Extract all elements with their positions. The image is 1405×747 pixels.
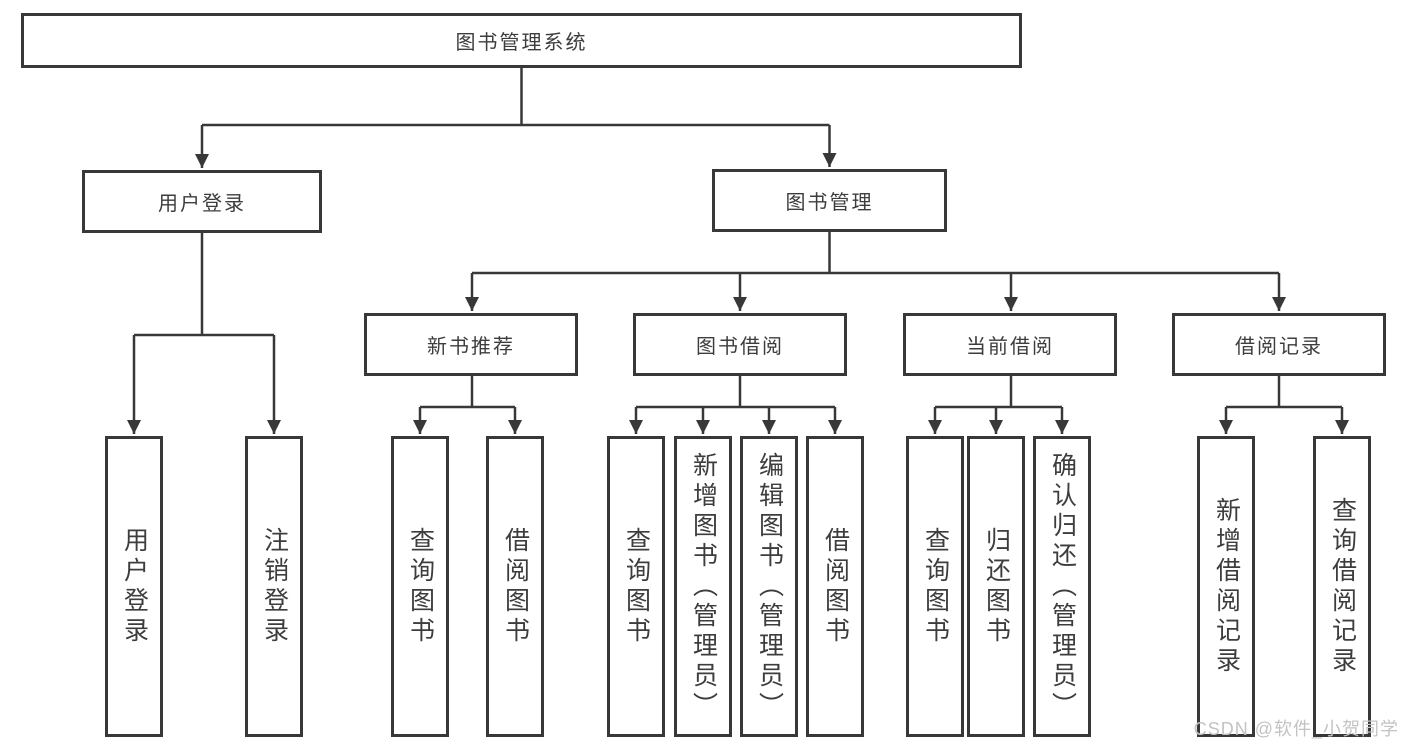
leaf-user-login: 用户登录 — [105, 436, 163, 737]
node-current-borrowing: 当前借阅 — [903, 313, 1117, 376]
node-book-management: 图书管理 — [712, 169, 947, 232]
leaf-query-books-2: 查询图书 — [607, 436, 665, 737]
leaf-add-borrow-record: 新增借阅记录 — [1197, 436, 1255, 737]
leaf-query-borrow-record: 查询借阅记录 — [1313, 436, 1371, 737]
leaf-borrow-books-2: 借阅图书 — [806, 436, 864, 737]
node-borrowing-records: 借阅记录 — [1172, 313, 1386, 376]
csdn-watermark: CSDN @软件_小贺同学 — [1193, 719, 1399, 739]
leaf-confirm-return-admin: 确认归还（管理员） — [1033, 436, 1091, 737]
leaf-logout: 注销登录 — [245, 436, 303, 737]
leaf-query-books-1: 查询图书 — [391, 436, 449, 737]
node-book-borrowing: 图书借阅 — [633, 313, 847, 376]
node-new-book-recommendation: 新书推荐 — [364, 313, 578, 376]
leaf-add-book-admin: 新增图书（管理员） — [674, 436, 732, 737]
leaf-return-book: 归还图书 — [967, 436, 1025, 737]
leaf-edit-book-admin: 编辑图书（管理员） — [740, 436, 798, 737]
leaf-borrow-books-1: 借阅图书 — [486, 436, 544, 737]
node-root-system: 图书管理系统 — [21, 13, 1022, 68]
leaf-query-books-3: 查询图书 — [906, 436, 964, 737]
node-user-login: 用户登录 — [82, 170, 322, 233]
